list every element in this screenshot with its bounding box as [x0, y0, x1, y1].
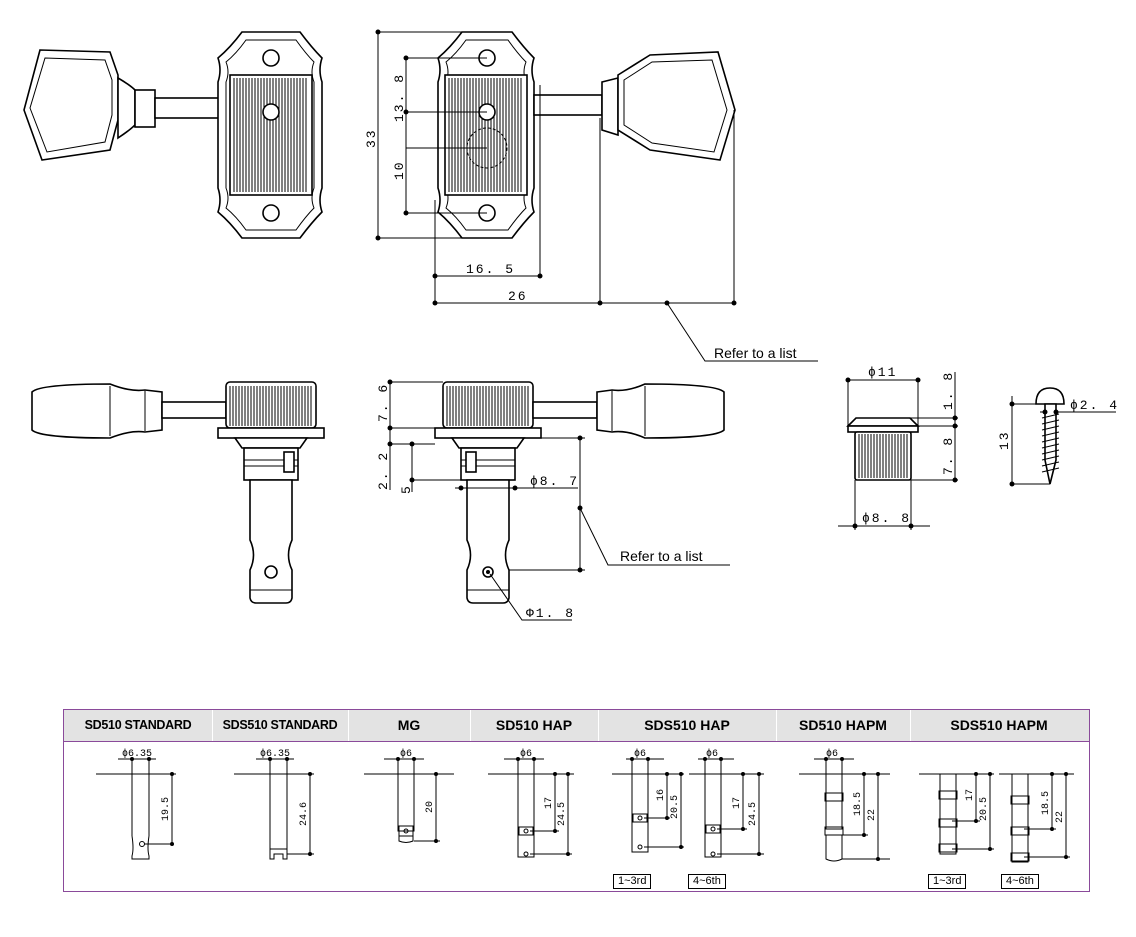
- header-sds510-hapm: SDS510 HAPM: [950, 717, 1048, 733]
- dia-label: ϕ6: [520, 748, 532, 760]
- header-mg: MG: [348, 710, 471, 741]
- post-spec-table: SD510 STANDARD SDS510 STANDARD MG SD510 …: [63, 709, 1090, 892]
- dia-label: ϕ6: [400, 748, 412, 760]
- tag-4-6th: 4~6th: [688, 874, 726, 889]
- bushing-drawing: ϕ11 1. 8 7. 8 ϕ8. 8: [838, 365, 958, 530]
- post-sd510-standard: ϕ6.35 19.5: [96, 748, 176, 860]
- screw-drawing: ϕ2. 4 13: [997, 387, 1119, 487]
- dim-13: 13: [997, 430, 1012, 450]
- refer-note-side: Refer to a list: [620, 548, 703, 564]
- tuner-top-view-right: [437, 31, 736, 239]
- dim-phi-8-8: ϕ8. 8: [862, 511, 911, 526]
- dim-16-5: 16. 5: [466, 262, 515, 277]
- post-sd510-hap: ϕ6 17 24.5: [488, 748, 574, 858]
- dia-label: ϕ6.35: [260, 748, 290, 760]
- dim-label: 18.5: [1041, 791, 1052, 815]
- dim-1-8: 1. 8: [941, 371, 956, 410]
- header-sd510-standard: SD510 STANDARD: [64, 710, 213, 741]
- tag-1-3rd: 1~3rd: [928, 874, 967, 889]
- dim-phi-2-4: ϕ2. 4: [1070, 398, 1119, 413]
- dia-label: ϕ6: [826, 748, 838, 760]
- post-mg: ϕ6 20: [364, 748, 454, 843]
- dim-label: 20.5: [979, 797, 990, 821]
- dia-label: ϕ6: [706, 748, 718, 760]
- dim-label: 16: [656, 789, 667, 801]
- header-sd510-hap: SD510 HAP: [470, 710, 599, 741]
- dim-phi-1-8: Φ1. 8: [526, 606, 575, 621]
- side-view-dimensions: 7. 6 2. 2 5 ϕ8. 7 Refer to a list Φ1. 8: [376, 379, 730, 621]
- post-sds510-standard: ϕ6.35 24.6: [234, 748, 314, 860]
- dim-label: 17: [732, 797, 743, 809]
- dim-5: 5: [399, 484, 414, 494]
- dim-33: 33: [364, 128, 379, 148]
- technical-drawing: 33 13. 8 10 16. 5 26 Refer to a list: [23, 29, 1119, 621]
- dim-label: 20: [425, 801, 436, 813]
- dim-label: 24.5: [748, 802, 759, 826]
- tag-4-6th: 4~6th: [1001, 874, 1039, 889]
- header-sds510-standard: SDS510 STANDARD: [212, 710, 349, 741]
- table-diagrams: ϕ6.35 19.5 ϕ6.35 24.6: [96, 748, 1074, 863]
- dim-phi-11: ϕ11: [868, 365, 897, 380]
- post-sd510-hapm: ϕ6 18.5 22: [799, 748, 890, 862]
- dim-phi-8-7: ϕ8. 7: [530, 474, 579, 489]
- dim-2-2: 2. 2: [376, 451, 391, 490]
- header-sds510-hap: SDS510 HAP: [598, 710, 777, 741]
- dim-label: 24.6: [299, 802, 310, 826]
- dim-label: 24.5: [557, 802, 568, 826]
- top-view-dimensions: 33 13. 8 10 16. 5 26 Refer to a list: [364, 29, 818, 362]
- dim-label: 19.5: [161, 797, 172, 821]
- table-header: SD510 STANDARD SDS510 STANDARD MG SD510 …: [64, 710, 1089, 742]
- dim-label: 22: [867, 809, 878, 821]
- post-sds510-hapm: 17 20.5 18.5 22: [919, 772, 1074, 863]
- dim-7-6: 7. 6: [376, 383, 391, 422]
- dia-label: ϕ6.35: [122, 748, 152, 760]
- dim-label: 18.5: [853, 792, 864, 816]
- dim-10: 10: [392, 160, 407, 180]
- tuner-side-view-left: [31, 381, 325, 604]
- dim-26: 26: [508, 289, 528, 304]
- dim-7-8: 7. 8: [941, 436, 956, 475]
- tuner-top-view-left: [23, 31, 323, 239]
- dim-13-8: 13. 8: [392, 73, 407, 122]
- tag-1-3rd: 1~3rd: [613, 874, 652, 889]
- tuner-side-view-right: [434, 381, 725, 604]
- dim-label: 20.5: [670, 795, 681, 819]
- header-sd510-hapm: SD510 HAPM: [776, 710, 911, 741]
- dia-label: ϕ6: [634, 748, 646, 760]
- dim-label: 17: [965, 789, 976, 801]
- post-sds510-hap: ϕ6 16 20.5 ϕ6 17 24.5: [612, 748, 764, 858]
- refer-note-top: Refer to a list: [714, 345, 797, 361]
- dim-label: 22: [1055, 811, 1066, 823]
- dim-label: 17: [544, 797, 555, 809]
